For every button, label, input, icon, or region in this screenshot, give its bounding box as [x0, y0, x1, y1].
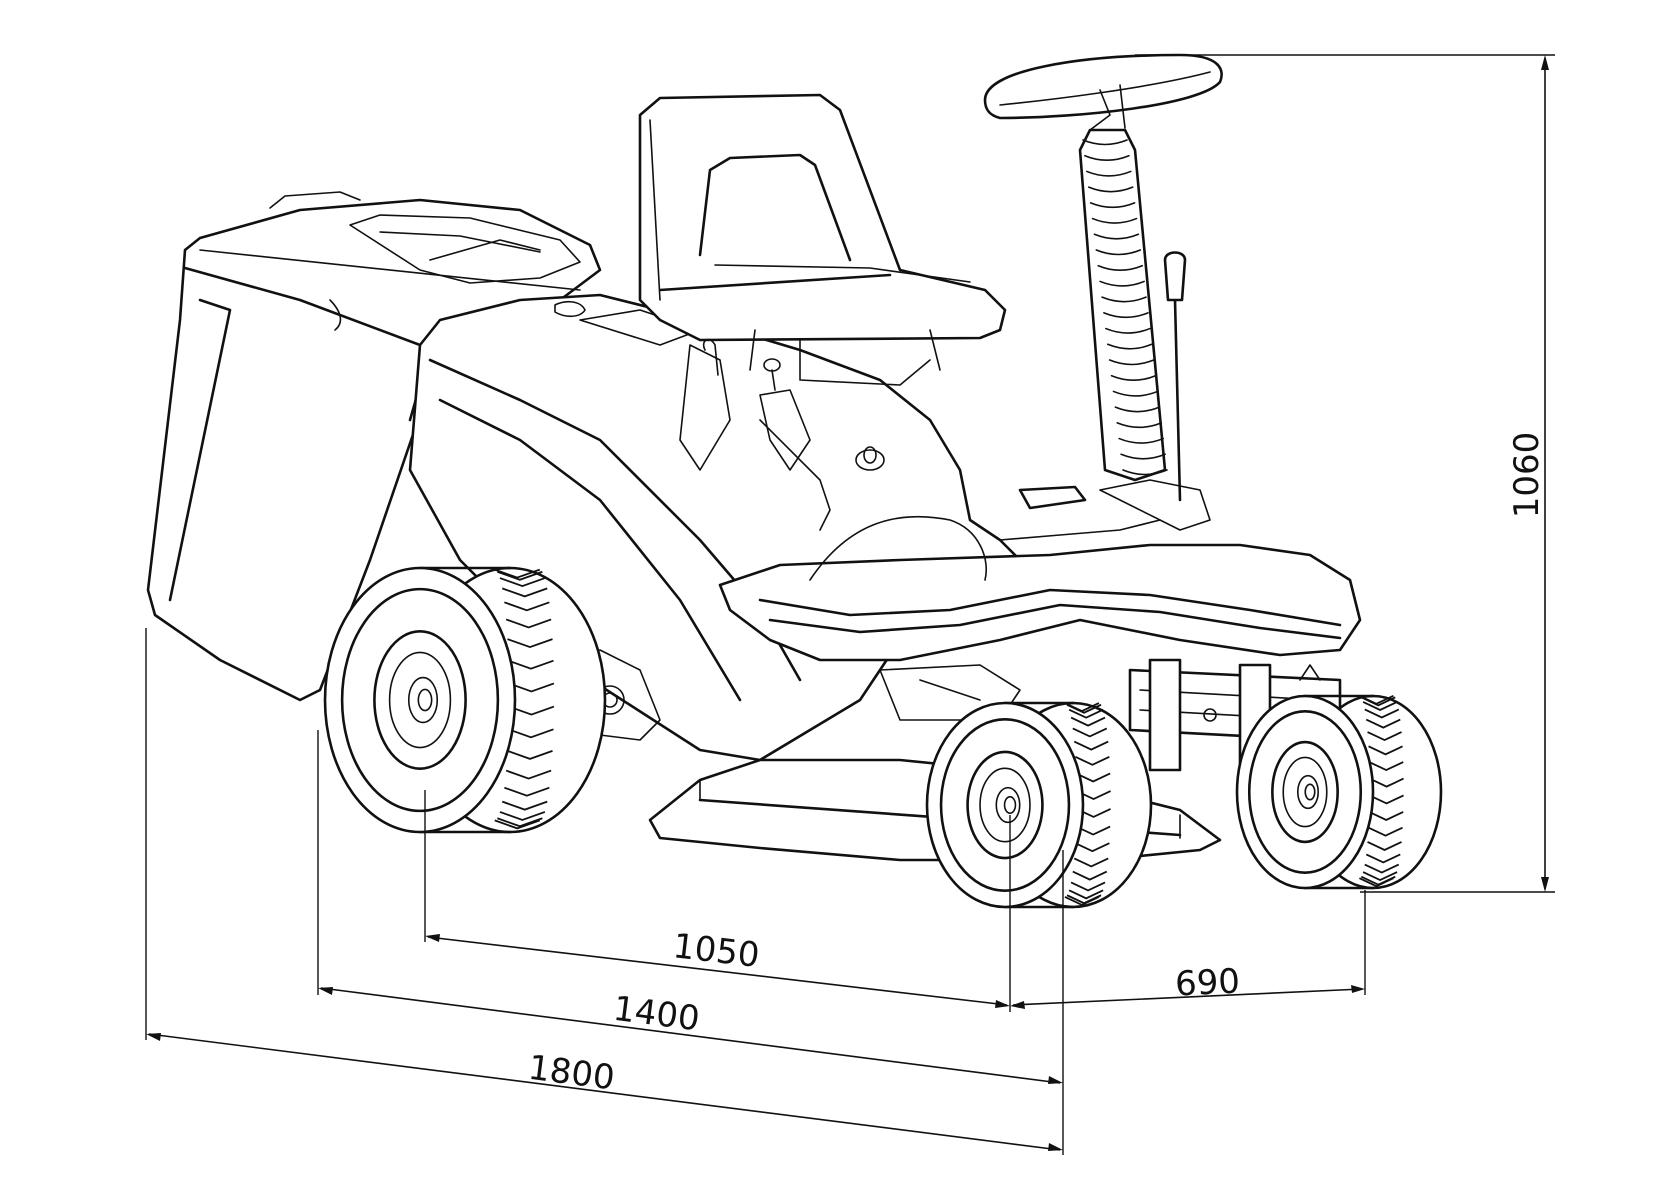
- dimension-height: 1060: [1135, 54, 1555, 893]
- rear-left-wheel: [323, 566, 607, 834]
- dimension-wheelbase-label: 1050: [671, 926, 762, 976]
- front-hood: [718, 515, 1362, 662]
- dimension-length-without-bag-label: 1400: [611, 989, 702, 1040]
- front-right-wheel: [1235, 694, 1443, 890]
- steering-assembly: [983, 53, 1223, 531]
- dimension-front-track-label: 690: [1174, 962, 1241, 1005]
- steering-column-bellows: [1082, 139, 1168, 476]
- dimension-height-label: 1060: [1507, 432, 1547, 519]
- dimension-length-without-bag: 1400: [317, 730, 1064, 1155]
- control-levers: [679, 338, 885, 531]
- seat: [638, 93, 1007, 386]
- dimension-overall-length-label: 1800: [526, 1048, 617, 1099]
- dimension-front-track: 690: [1010, 890, 1366, 1009]
- front-left-wheel: [925, 701, 1153, 909]
- dimension-wheelbase: 1050: [424, 790, 1011, 1012]
